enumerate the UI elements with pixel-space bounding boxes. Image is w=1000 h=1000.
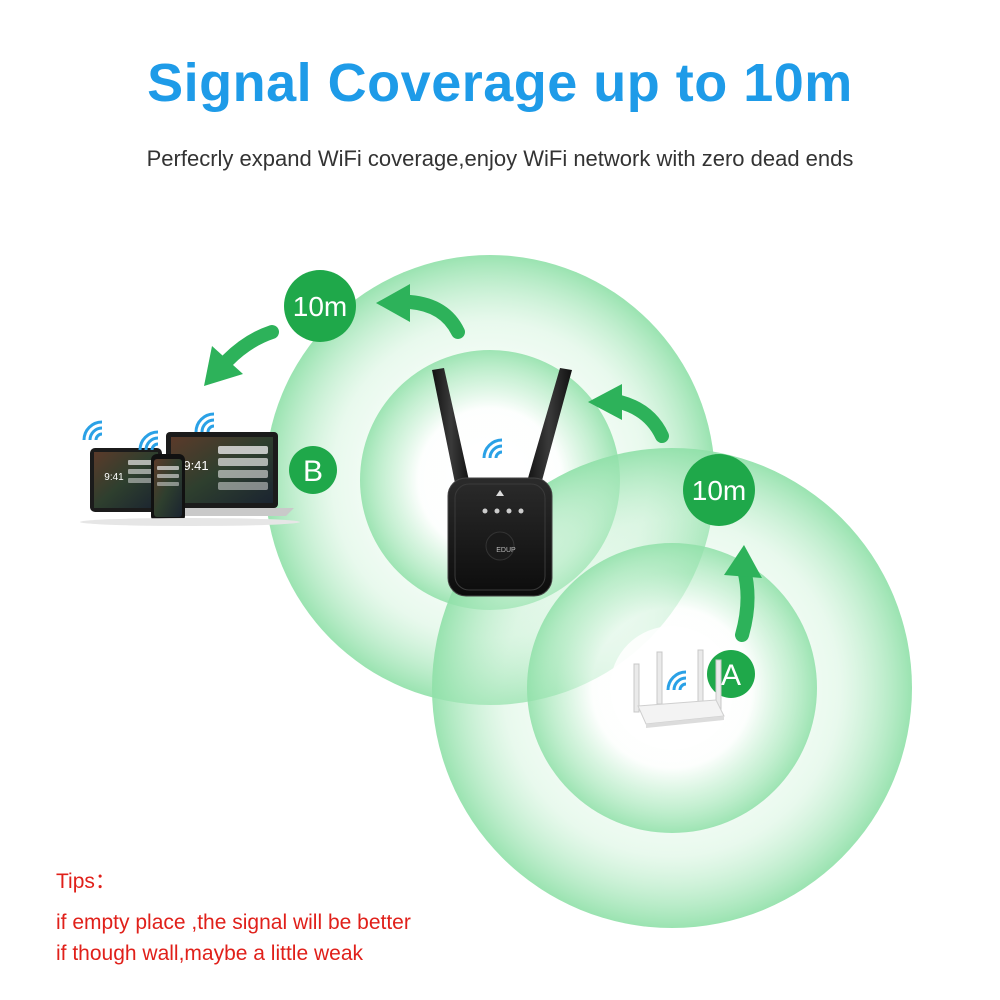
phone-wifi-icon xyxy=(138,430,159,451)
distance-label-right: 10m xyxy=(692,475,746,506)
extender-brand-label: EDUP xyxy=(496,547,516,554)
arrow-router-to-extender-lower xyxy=(724,545,762,642)
tablet-clock: 9:41 xyxy=(104,472,124,483)
laptop-clock: 9:41 xyxy=(183,458,208,473)
point-b-bubble: B xyxy=(289,446,337,494)
distance-bubble-right: 10m xyxy=(683,454,755,526)
tip-line-2: if though wall,maybe a little weak xyxy=(56,942,363,965)
distance-bubble-top: 10m xyxy=(284,270,356,342)
tips-heading: Tips： xyxy=(56,870,116,893)
point-a-label: A xyxy=(721,659,741,692)
client-devices: 9:41 9:41 xyxy=(80,432,300,526)
router-wifi-icon xyxy=(666,670,687,691)
tablet-device: 9:41 xyxy=(90,448,162,512)
tips-block: Tips： if empty place ,the signal will be… xyxy=(56,866,411,969)
wifi-extender-device: EDUP xyxy=(432,368,572,597)
wifi-router-device xyxy=(633,649,725,728)
arrow-router-to-extender-upper xyxy=(588,384,669,443)
phone-device xyxy=(151,454,185,522)
laptop-device: 9:41 xyxy=(150,432,294,516)
arrow-extender-to-devices-lower xyxy=(204,325,279,386)
extender-wifi-icon xyxy=(482,438,503,459)
page-title: Signal Coverage up to 10m xyxy=(147,53,853,113)
page-subtitle: Perfecrly expand WiFi coverage,enjoy WiF… xyxy=(146,146,854,171)
laptop-wifi-icon xyxy=(194,412,215,433)
distance-label-top: 10m xyxy=(293,291,347,322)
arrow-extender-to-devices-upper xyxy=(376,284,465,339)
tip-line-1: if empty place ,the signal will be bette… xyxy=(56,911,411,934)
tablet-wifi-icon xyxy=(82,420,103,441)
point-b-label: B xyxy=(303,455,323,488)
point-a-bubble: A xyxy=(707,650,755,698)
